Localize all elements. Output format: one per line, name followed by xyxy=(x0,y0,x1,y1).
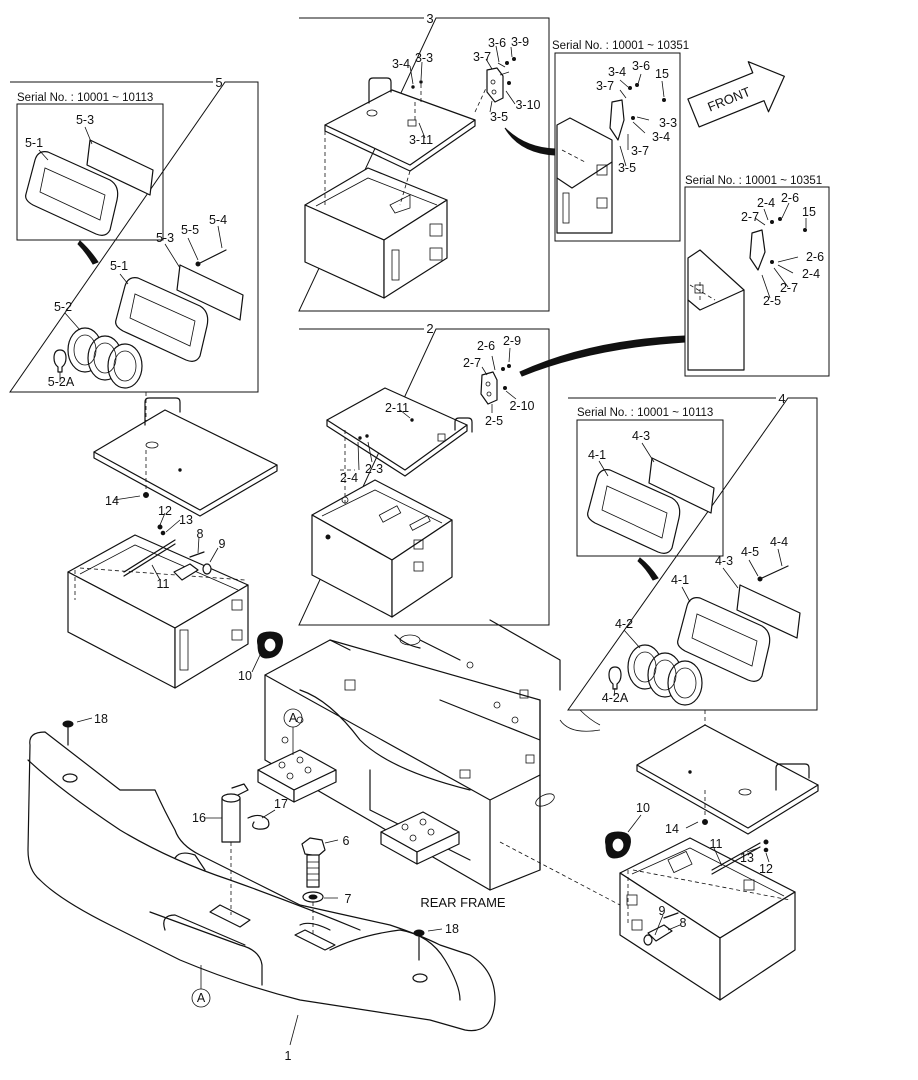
part-label: 1 xyxy=(285,1049,292,1063)
detail-marker: A xyxy=(289,711,298,725)
part-label: 6 xyxy=(343,834,350,848)
detail-marker: A xyxy=(197,991,206,1005)
part-label: 2-9 xyxy=(503,334,521,348)
part-label: 14 xyxy=(105,494,119,508)
detail-panel-3: Serial No. : 10001 ~ 10351 3-4 3-6 15 3-… xyxy=(552,40,689,242)
part-label: 2-7 xyxy=(780,281,798,295)
part-label: 14 xyxy=(665,822,679,836)
part-label: 4-2 xyxy=(615,617,633,631)
part-label: 3-6 xyxy=(632,59,650,73)
part-label: 2-6 xyxy=(781,191,799,205)
part-label: 3-5 xyxy=(618,161,636,175)
part-label: 2-7 xyxy=(741,210,759,224)
part-label: 15 xyxy=(655,67,669,81)
part-label: 16 xyxy=(192,811,206,825)
part-label: 3-3 xyxy=(415,51,433,65)
part-label: 5-2A xyxy=(48,375,75,389)
part-label: 5-3 xyxy=(76,113,94,127)
part-label: 3-7 xyxy=(631,144,649,158)
rear-frame: A REAR FRAME xyxy=(257,619,621,910)
part-label: 4-1 xyxy=(671,573,689,587)
part-label: 5-3 xyxy=(156,231,174,245)
part-label: 13 xyxy=(179,513,193,527)
part-label: 3-11 xyxy=(409,133,433,147)
part-label: 3-10 xyxy=(515,98,540,112)
part-label: 2-3 xyxy=(365,462,383,476)
group-4-panel: 4 Serial No. : 10001 ~ 10113 4-3 4-1 4-5… xyxy=(567,391,818,711)
part-label: 3-3 xyxy=(659,116,677,130)
part-label: 5-5 xyxy=(181,223,199,237)
part-label: 10 xyxy=(238,669,252,683)
counterweight: 18 18 16 17 6 7 A 1 xyxy=(27,712,496,1063)
part-label: 3-4 xyxy=(392,57,410,71)
part-label: 5-1 xyxy=(25,136,43,150)
part-label: 4-3 xyxy=(715,554,733,568)
group-number-5: 5 xyxy=(215,75,222,90)
part-label: 9 xyxy=(659,904,666,918)
serial-label: Serial No. : 10001 ~ 10351 xyxy=(552,40,689,52)
part-label: 15 xyxy=(802,205,816,219)
part-label: 13 xyxy=(740,851,754,865)
right-battery-box: 10 14 11 13 12 9 8 xyxy=(605,710,819,1001)
part-label: 10 xyxy=(636,801,650,815)
part-label: 4-1 xyxy=(588,448,606,462)
part-label: 11 xyxy=(157,577,170,591)
part-label: 5-4 xyxy=(209,213,227,227)
part-label: 5-1 xyxy=(110,259,128,273)
part-label: 5-2 xyxy=(54,300,72,314)
group-2-panel: 2 2-6 2-9 2-7 2-11 2-10 2-5 2-4 2-3 xyxy=(298,321,686,626)
group-number-2: 2 xyxy=(426,321,433,336)
part-label: 2-5 xyxy=(485,414,503,428)
part-label: 3-4 xyxy=(652,130,670,144)
part-label: 8 xyxy=(197,527,204,541)
detail-panel-2: Serial No. : 10001 ~ 10351 2-4 2-6 2-7 1… xyxy=(684,175,830,377)
part-label: 4-3 xyxy=(632,429,650,443)
group-number-3: 3 xyxy=(426,11,433,26)
part-label: 18 xyxy=(94,712,108,726)
part-label: 17 xyxy=(274,797,288,811)
group-number-4: 4 xyxy=(778,391,785,406)
part-label: 2-5 xyxy=(763,294,781,308)
serial-label: Serial No. : 10001 ~ 10351 xyxy=(685,175,822,187)
part-label: 3-4 xyxy=(608,65,626,79)
part-label: 3-7 xyxy=(596,79,614,93)
part-label: 9 xyxy=(219,537,226,551)
part-label: 2-10 xyxy=(509,399,534,413)
part-label: 3-5 xyxy=(490,110,508,124)
part-label: 2-11 xyxy=(385,401,409,415)
part-label: 2-7 xyxy=(463,356,481,370)
part-label: 18 xyxy=(445,922,459,936)
serial-label: Serial No. : 10001 ~ 10113 xyxy=(577,407,713,419)
part-label: 11 xyxy=(710,837,723,851)
part-label: 8 xyxy=(680,916,687,930)
part-label: 3-6 xyxy=(488,36,506,50)
group-3-panel: 3 3-4 3-3 3-6 3-9 3-7 3-10 3-5 3-11 xyxy=(298,11,556,312)
part-label: 7 xyxy=(345,892,352,906)
part-label: 4-5 xyxy=(741,545,759,559)
part-label: 12 xyxy=(158,504,172,518)
front-arrow: FRONT xyxy=(687,61,785,128)
part-label: 2-6 xyxy=(477,339,495,353)
rear-frame-label: REAR FRAME xyxy=(420,895,506,910)
group-5-panel: 5 Serial No. : 10001 ~ 10113 5-3 5-1 5-3… xyxy=(9,75,259,393)
part-label: 4-2A xyxy=(602,691,629,705)
part-label: 4-4 xyxy=(770,535,788,549)
part-label: 12 xyxy=(759,862,773,876)
serial-label: Serial No. : 10001 ~ 10113 xyxy=(17,92,153,104)
part-label: 3-9 xyxy=(511,35,529,49)
part-label: 2-4 xyxy=(340,471,358,485)
left-battery-box: 14 12 13 8 9 11 10 xyxy=(67,392,283,689)
part-label: 3-7 xyxy=(473,50,491,64)
part-label: 2-4 xyxy=(757,196,775,210)
part-label: 2-6 xyxy=(806,250,824,264)
part-label: 2-4 xyxy=(802,267,820,281)
